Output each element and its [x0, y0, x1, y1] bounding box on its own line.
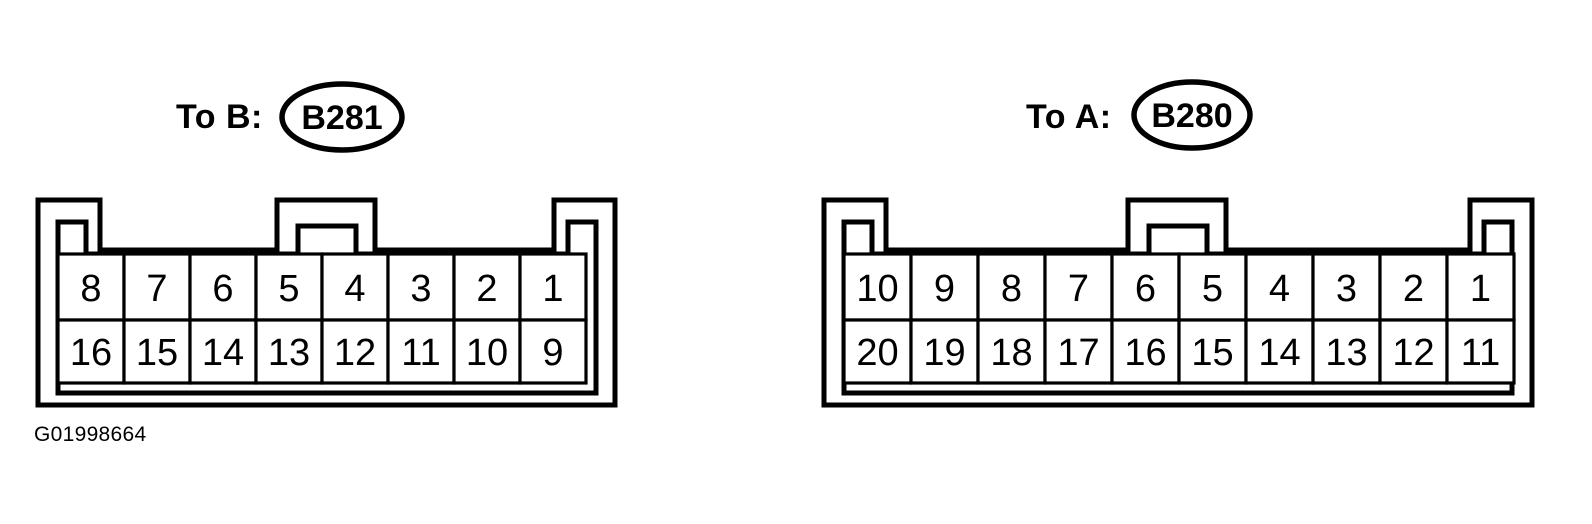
connector-left-body: 8 7 6 5 4 3 2 1 16 15 14 13 12 11 10 9 — [30, 188, 630, 408]
pin-cell — [1043, 252, 1114, 322]
pin-cell — [976, 318, 1047, 385]
pin-number: 16 — [70, 332, 112, 374]
center-key-tab — [295, 223, 359, 259]
pin-cell — [1311, 252, 1382, 322]
pin-number: 10 — [856, 268, 898, 310]
pin-cell — [518, 252, 588, 322]
pin-cell — [452, 318, 522, 385]
pin-number: 11 — [401, 332, 440, 374]
badge-oval-outline — [279, 81, 405, 153]
pin-number: 5 — [1202, 268, 1223, 310]
pin-cell — [1378, 252, 1449, 322]
pin-number: 18 — [990, 332, 1032, 374]
pin-number: 15 — [136, 332, 178, 374]
pin-number: 1 — [542, 268, 563, 310]
pin-number: 10 — [466, 332, 508, 374]
pin-number: 16 — [1124, 332, 1166, 374]
pin-cell — [909, 318, 980, 385]
shell-outline — [35, 197, 618, 408]
center-key-tab — [1146, 223, 1210, 259]
pin-cell — [1244, 318, 1315, 385]
connector-right-id-badge: B280 — [1130, 76, 1254, 154]
pin-cell — [188, 252, 258, 322]
pin-number: 3 — [410, 268, 431, 310]
pin-number: 14 — [1258, 332, 1300, 374]
pin-number: 1 — [1470, 268, 1491, 310]
pin-number: 15 — [1191, 332, 1233, 374]
pin-number: 4 — [1269, 268, 1290, 310]
pin-cell — [188, 318, 258, 385]
pin-number: 5 — [278, 268, 299, 310]
pin-cell — [842, 318, 913, 385]
pin-number: 7 — [1068, 268, 1089, 310]
pin-grid-left: 8 7 6 5 4 3 2 1 16 15 14 13 12 11 10 9 — [56, 252, 588, 385]
shell-outline — [821, 197, 1535, 408]
pin-number: 2 — [1403, 268, 1424, 310]
pin-number: 4 — [344, 268, 365, 310]
pin-number: 6 — [1135, 268, 1156, 310]
pin-number: 17 — [1057, 332, 1099, 374]
pin-number: 20 — [856, 332, 898, 374]
pin-number: 7 — [146, 268, 167, 310]
pin-number: 8 — [80, 268, 101, 310]
connector-left-id-badge: B281 — [278, 78, 406, 156]
pin-number: 9 — [542, 332, 563, 374]
pin-number: 12 — [334, 332, 376, 374]
pin-cell — [1445, 318, 1516, 385]
connector-left-prefix-label: To B: — [176, 98, 263, 136]
pin-cell — [518, 318, 588, 385]
pin-number: 13 — [1325, 332, 1367, 374]
badge-oval-outline — [1131, 79, 1253, 151]
pin-number: 14 — [202, 332, 244, 374]
badge-label: B281 — [301, 99, 382, 137]
figure-reference-code: G01998664 — [34, 423, 147, 446]
pin-cell — [452, 252, 522, 322]
pin-number: 9 — [934, 268, 955, 310]
pin-number: 12 — [1392, 332, 1434, 374]
pin-number: 8 — [1001, 268, 1022, 310]
pin-number: 19 — [923, 332, 965, 374]
pin-cell — [909, 252, 980, 322]
connector-right-body: 10 9 8 7 6 5 4 3 2 1 20 19 18 17 16 15 1… — [816, 188, 1546, 408]
pin-grid-right: 10 9 8 7 6 5 4 3 2 1 20 19 18 17 16 15 1… — [842, 252, 1516, 385]
connector-right-prefix-label: To A: — [1026, 98, 1112, 136]
pin-number: 3 — [1336, 268, 1357, 310]
pin-number: 13 — [268, 332, 310, 374]
pin-number: 2 — [476, 268, 497, 310]
badge-label: B280 — [1151, 97, 1232, 135]
pin-number: 6 — [212, 268, 233, 310]
pin-cell — [320, 252, 390, 322]
pin-number: 11 — [1461, 332, 1500, 374]
